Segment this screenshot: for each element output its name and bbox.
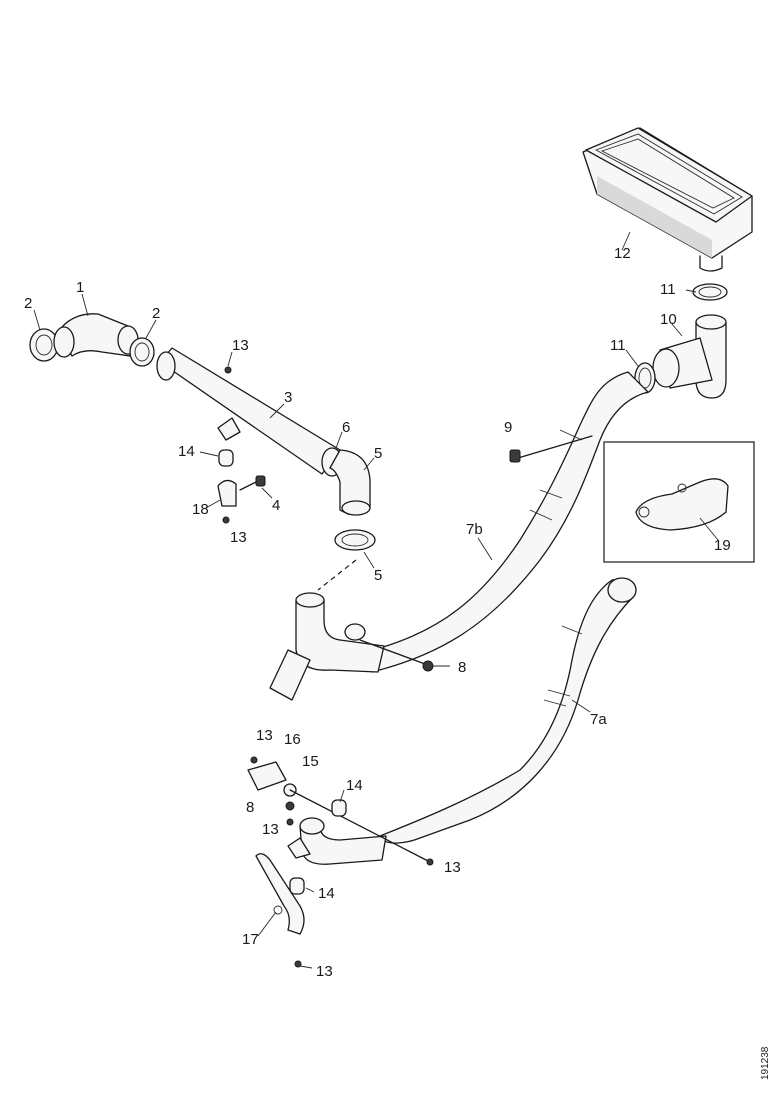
part-17-bracket [255, 853, 305, 935]
callout-13-lower-left: 13 [256, 727, 273, 744]
callout-13-bracket: 13 [230, 529, 247, 546]
part-13-nut-d [286, 818, 294, 826]
part-7b-manifold [269, 592, 385, 701]
part-11-clamp-upper [692, 283, 728, 301]
part-7a-pipe [379, 577, 637, 844]
callout-17: 17 [242, 931, 259, 948]
part-1-hose-elbow [53, 313, 139, 358]
part-10-elbow [652, 314, 727, 399]
callout-19: 19 [714, 537, 731, 554]
callout-11-lower: 11 [610, 337, 626, 354]
part-13-nut-c [250, 756, 258, 764]
callout-1: 1 [76, 279, 84, 296]
bolt-line-lower [289, 789, 431, 863]
callout-8-upper: 8 [458, 659, 466, 676]
callout-2-right: 2 [152, 305, 160, 322]
part-8-nut-lower [285, 801, 295, 811]
assembly-line [317, 559, 357, 591]
part-16-bracket [247, 761, 287, 791]
part-2-clamp-right [129, 337, 155, 367]
part-6-clamp [334, 529, 376, 551]
callout-6-lower: 5 [374, 567, 382, 584]
part-7a-manifold [287, 817, 387, 865]
callout-10: 10 [660, 311, 677, 328]
callout-7b: 7b [466, 521, 483, 538]
callout-2-left: 2 [24, 295, 32, 312]
part-18-bracket [217, 479, 237, 507]
callout-14-lower: 14 [318, 885, 335, 902]
part-14-bushing-lower [289, 877, 305, 895]
part-9-bolt [509, 435, 593, 463]
callout-11-upper: 11 [660, 281, 676, 298]
callout-8-lower: 8 [246, 799, 254, 816]
part-4-bolt [239, 475, 266, 491]
leader-lines [33, 231, 719, 969]
part-13-nut-b [222, 516, 230, 524]
inset-box [603, 441, 755, 563]
part-13-nut-a [224, 366, 232, 374]
part-5-elbow [329, 449, 371, 516]
part-14-bushing-upper [218, 449, 234, 467]
drawing-code: 191238 [760, 1046, 771, 1080]
callout-15: 15 [302, 753, 319, 770]
callout-13-lower-right: 13 [444, 859, 461, 876]
part-12-sump [582, 127, 753, 272]
callout-13-lower-mid: 13 [262, 821, 279, 838]
callout-6-upper: 6 [342, 419, 350, 436]
part-14-bushing-middle [331, 799, 347, 817]
callout-13-bottom: 13 [316, 963, 333, 980]
callout-9: 9 [504, 419, 512, 436]
part-19-bracket [635, 478, 729, 531]
callout-13-top: 13 [232, 337, 249, 354]
part-13-nut-e [426, 858, 434, 866]
callouts: 1 2 2 13 3 6 5 14 4 18 13 5 12 11 10 11 … [24, 245, 731, 980]
callout-16: 16 [284, 731, 301, 748]
callout-5: 5 [374, 445, 382, 462]
callout-3: 3 [284, 389, 292, 406]
callout-7a: 7a [590, 711, 607, 728]
part-13-nut-f [294, 960, 302, 968]
callout-12: 12 [614, 245, 631, 262]
callout-14-upper: 14 [178, 443, 195, 460]
callout-18: 18 [192, 501, 209, 518]
callout-14-middle: 14 [346, 777, 363, 794]
callout-4: 4 [272, 497, 280, 514]
